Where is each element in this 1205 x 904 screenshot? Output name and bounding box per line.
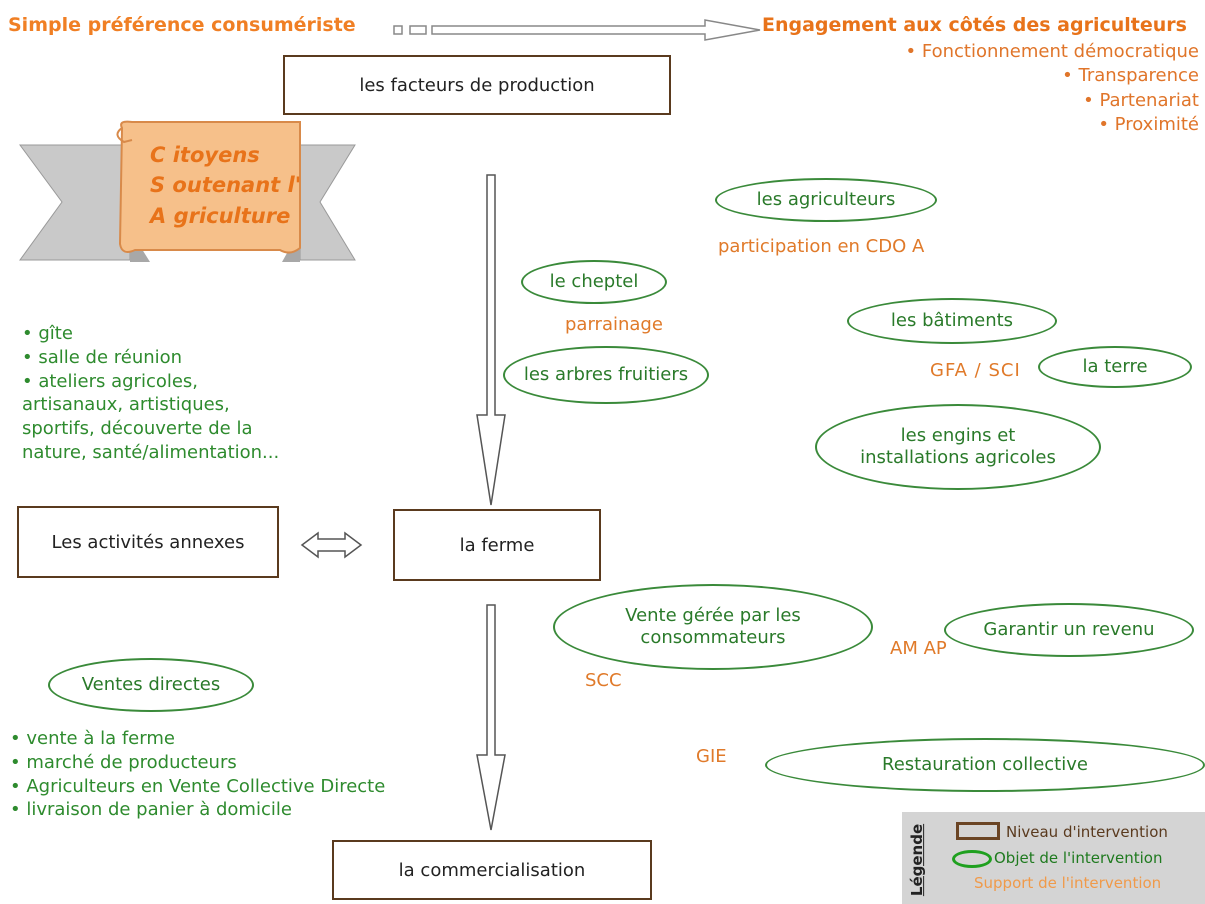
banner-ribbon — [19, 120, 356, 262]
ellipse-revenu: Garantir un revenu — [944, 603, 1194, 657]
vente-geree-line-1: Vente gérée par les — [625, 605, 801, 627]
engagement-point: • Partenariat — [1083, 89, 1199, 111]
annex-activities-list: • gîte • salle de réunion • ateliers agr… — [22, 322, 279, 465]
header-arrow — [393, 19, 761, 41]
header-right: Engagement aux côtés des agriculteurs — [762, 14, 1187, 36]
support-cdoa: participation en CDO A — [718, 236, 925, 257]
direct-sale-item: • vente à la ferme — [10, 728, 175, 749]
box-facteurs-production: les facteurs de production — [283, 55, 671, 115]
box-commercialisation: la commercialisation — [332, 840, 652, 900]
support-gfa: GFA / SCI — [930, 360, 1021, 381]
annex-item: sportifs, découverte de la — [22, 418, 253, 439]
direct-sale-item: • marché de producteurs — [10, 751, 237, 773]
ellipse-engins: les engins et installations agricoles — [815, 404, 1101, 490]
annex-item: • ateliers agricoles, — [22, 370, 199, 392]
engins-line-2: installations agricoles — [860, 447, 1056, 468]
annex-item: nature, santé/alimentation... — [22, 441, 280, 463]
engins-line-1: les engins et — [900, 425, 1016, 447]
legend-niveau-label: Niveau d'intervention — [1006, 823, 1168, 841]
legend: Légende Niveau d'intervention Objet de l… — [902, 812, 1205, 904]
annex-item: • gîte — [22, 323, 73, 344]
header-left: Simple préférence consumériste — [8, 14, 356, 36]
legend-title-wrap: Légende — [906, 820, 928, 900]
ellipse-vente-geree: Vente gérée par les consommateurs — [553, 584, 873, 670]
support-scc: SCC — [585, 670, 622, 691]
direct-sale-item: • livraison de panier à domicile — [10, 799, 292, 821]
ellipse-terre: la terre — [1038, 346, 1192, 388]
banner-line-2: S outenant l' — [150, 173, 302, 198]
ellipse-restauration: Restauration collective — [765, 738, 1205, 792]
support-parrainage: parrainage — [565, 314, 663, 335]
support-gie: GIE — [696, 746, 727, 767]
annex-item: • salle de réunion — [22, 346, 183, 368]
ellipse-ventes-directes: Ventes directes — [48, 658, 254, 712]
engagement-point: • Proximité — [1098, 113, 1199, 135]
engagement-point: • Transparence — [1062, 65, 1199, 87]
box-ferme: la ferme — [393, 509, 601, 581]
legend-niveau-swatch — [956, 822, 1000, 840]
legend-objet-label: Objet de l'intervention — [994, 849, 1163, 867]
box-activites-annexes: Les activités annexes — [17, 506, 279, 578]
legend-objet-swatch — [952, 850, 992, 868]
annex-item: artisanaux, artistiques, — [22, 394, 230, 416]
ellipse-agriculteurs: les agriculteurs — [715, 178, 937, 222]
banner-text: C itoyens S outenant l' A griculture — [150, 140, 301, 231]
legend-support-label: Support de l'intervention — [974, 874, 1162, 892]
engagement-point: • Fonctionnement démocratique — [905, 41, 1199, 62]
direct-sales-list: • vente à la ferme • marché de producteu… — [10, 727, 385, 822]
direct-sale-item: • Agriculteurs en Vente Collective Direc… — [10, 775, 386, 797]
banner-line-1: C itoyens — [150, 143, 260, 167]
ellipse-cheptel: le cheptel — [521, 260, 667, 304]
banner-line-3: A griculture — [150, 203, 291, 228]
ellipse-arbres: les arbres fruitiers — [503, 346, 709, 404]
ellipse-batiments: les bâtiments — [847, 298, 1057, 344]
support-amap: AM AP — [890, 638, 947, 659]
vente-geree-line-2: consommateurs — [640, 627, 786, 648]
legend-title: Légende — [908, 823, 927, 897]
engagement-list: • Fonctionnement démocratique • Transpar… — [906, 40, 1199, 137]
